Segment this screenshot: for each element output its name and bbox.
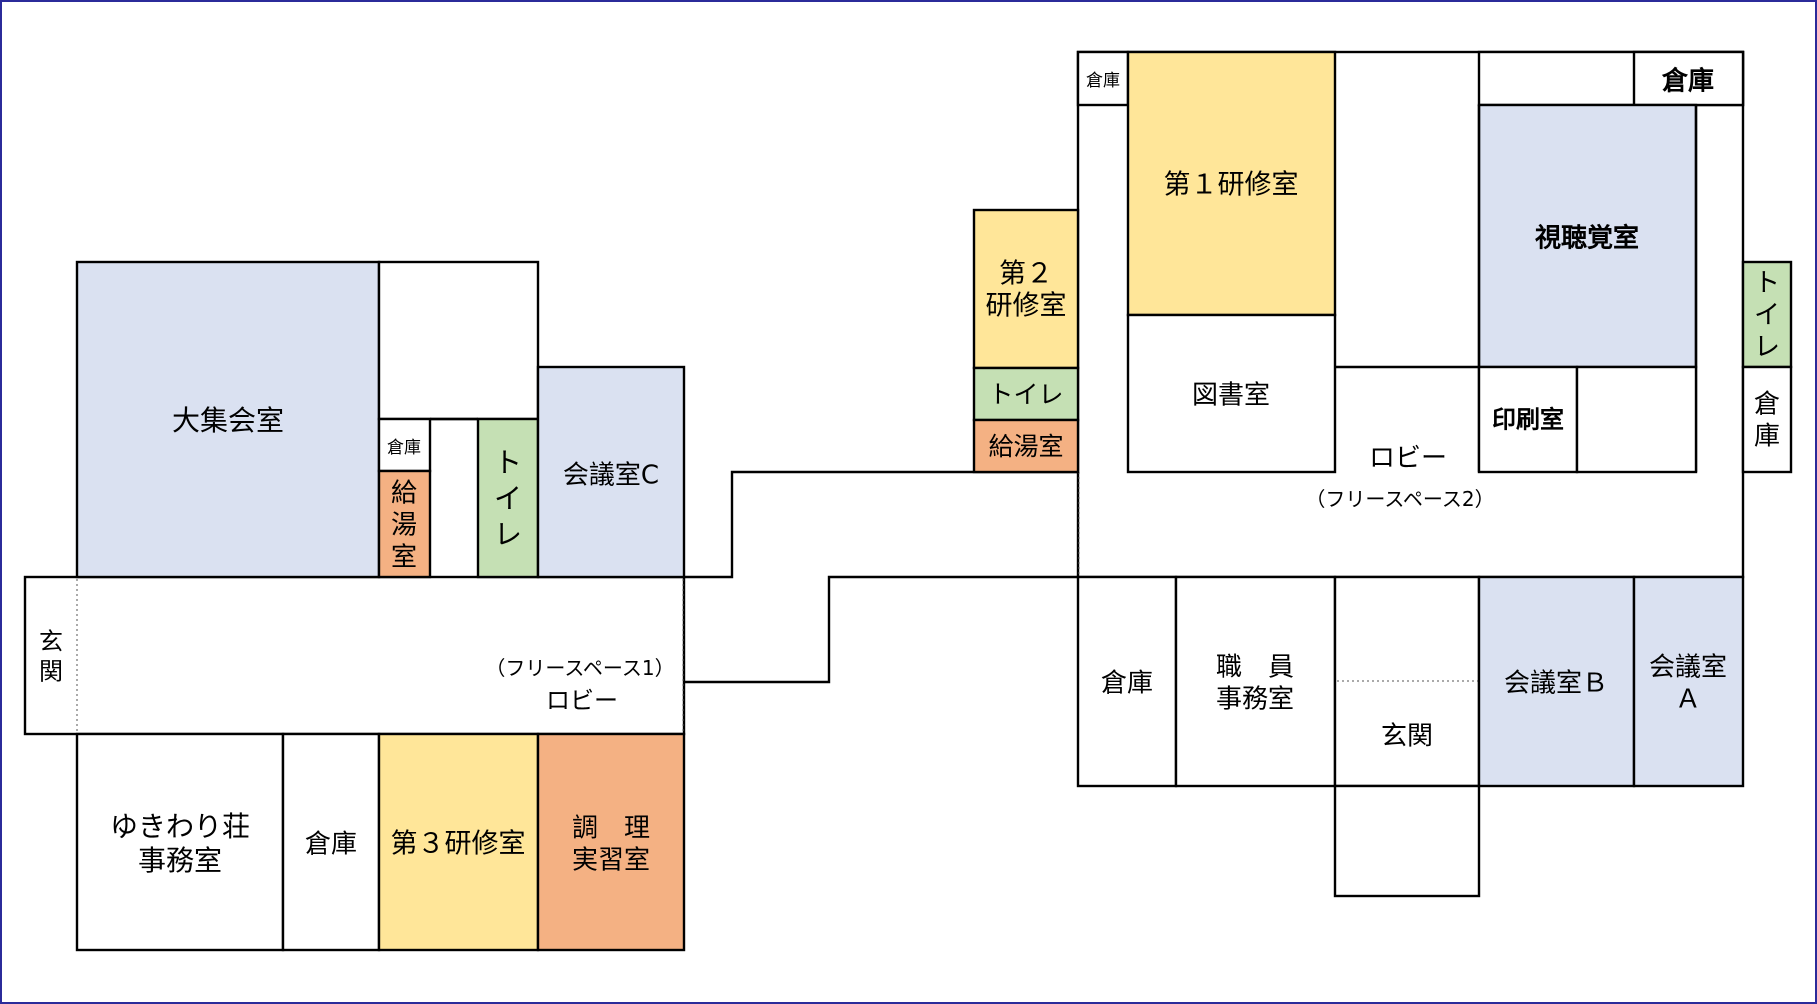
connector-upper-wall: [684, 470, 1078, 579]
label-daishukaishitsu: 大集会室: [172, 404, 284, 437]
room-yukiwari-office[interactable]: [75, 732, 285, 952]
room-toshoshitsu[interactable]: [1126, 313, 1337, 474]
label-toilet-1: トイレ: [494, 446, 522, 551]
label-kaigishitsu-b: 会議室Ｂ: [1504, 668, 1608, 698]
label-lobby1: ロビー: [546, 687, 618, 715]
room-daishukaishitsu[interactable]: [75, 260, 381, 579]
label-freespace1: （フリースペース1）: [485, 656, 674, 680]
room-shokuin-office[interactable]: [1174, 575, 1337, 788]
label-shokuin-office: 職 員事務室: [1216, 652, 1294, 714]
room-insatsu[interactable]: [1477, 365, 1579, 474]
room-kyuutoushitsu-1[interactable]: [377, 469, 432, 579]
room-souko-small-2[interactable]: [1076, 50, 1130, 107]
label-dai1-kenshu: 第１研修室: [1164, 170, 1299, 201]
label-chouri: 調 理実習室: [572, 813, 650, 875]
lobby-1-area: [23, 575, 686, 736]
room-souko-3[interactable]: [1632, 50, 1745, 107]
room-genkan-east-ext: [1333, 784, 1481, 898]
room-souko-5[interactable]: [1076, 575, 1178, 788]
label-freespace2: （フリースペース2）: [1305, 487, 1494, 511]
room-chouri[interactable]: [536, 732, 686, 952]
room-blank-west: [377, 260, 540, 421]
label-shichoukaku: 視聴覚室: [1535, 222, 1639, 253]
room-toilet-1[interactable]: [476, 417, 540, 579]
room-dai1-kenshu[interactable]: [1126, 50, 1337, 317]
label-toshoshitsu: 図書室: [1192, 380, 1270, 410]
label-souko-small-1: 倉庫: [387, 438, 421, 458]
label-dai2-kenshu: 第２研修室: [986, 259, 1067, 322]
label-yukiwari-office: ゆきわり荘事務室: [110, 810, 250, 877]
label-genkan-east: 玄関: [1381, 721, 1433, 751]
label-souko-small-2: 倉庫: [1086, 71, 1120, 91]
room-blank-east-mid: [1575, 365, 1698, 474]
room-toilet-2[interactable]: [972, 366, 1080, 422]
label-dai3-kenshu: 第３研修室: [391, 829, 526, 860]
room-souko-4[interactable]: [1741, 365, 1793, 474]
room-souko-small-1[interactable]: [377, 417, 432, 473]
label-insatsu: 印刷室: [1492, 406, 1564, 434]
label-kaigishitsu-c: 会議室C: [563, 460, 659, 490]
label-kaigishitsu-a: 会議室Ａ: [1649, 652, 1727, 714]
label-toilet-2: トイレ: [988, 380, 1063, 409]
room-toilet-3[interactable]: [1741, 260, 1793, 369]
label-souko-2: 倉庫: [305, 829, 357, 859]
label-kyuutoushitsu-1: 給湯室: [391, 478, 417, 572]
room-shichoukaku[interactable]: [1477, 103, 1698, 369]
label-lobby2: ロビー: [1369, 443, 1447, 473]
room-kaigishitsu-c[interactable]: [536, 365, 686, 579]
room-kaigishitsu-a[interactable]: [1632, 575, 1745, 788]
room-dai2-kenshu[interactable]: [972, 208, 1080, 370]
label-toilet-3: トイレ: [1754, 268, 1780, 362]
label-souko-4: 倉庫: [1754, 389, 1780, 451]
label-souko-3: 倉庫: [1661, 65, 1714, 96]
connector-lower-wall: [684, 575, 1078, 684]
room-souko-2[interactable]: [281, 732, 381, 952]
room-kaigishitsu-b[interactable]: [1477, 575, 1636, 788]
label-kyuutoushitsu-2: 給湯室: [988, 432, 1063, 461]
room-kyuutoushitsu-2[interactable]: [972, 418, 1080, 474]
label-souko-5: 倉庫: [1101, 668, 1153, 698]
label-genkan-west: 玄関: [39, 628, 63, 686]
